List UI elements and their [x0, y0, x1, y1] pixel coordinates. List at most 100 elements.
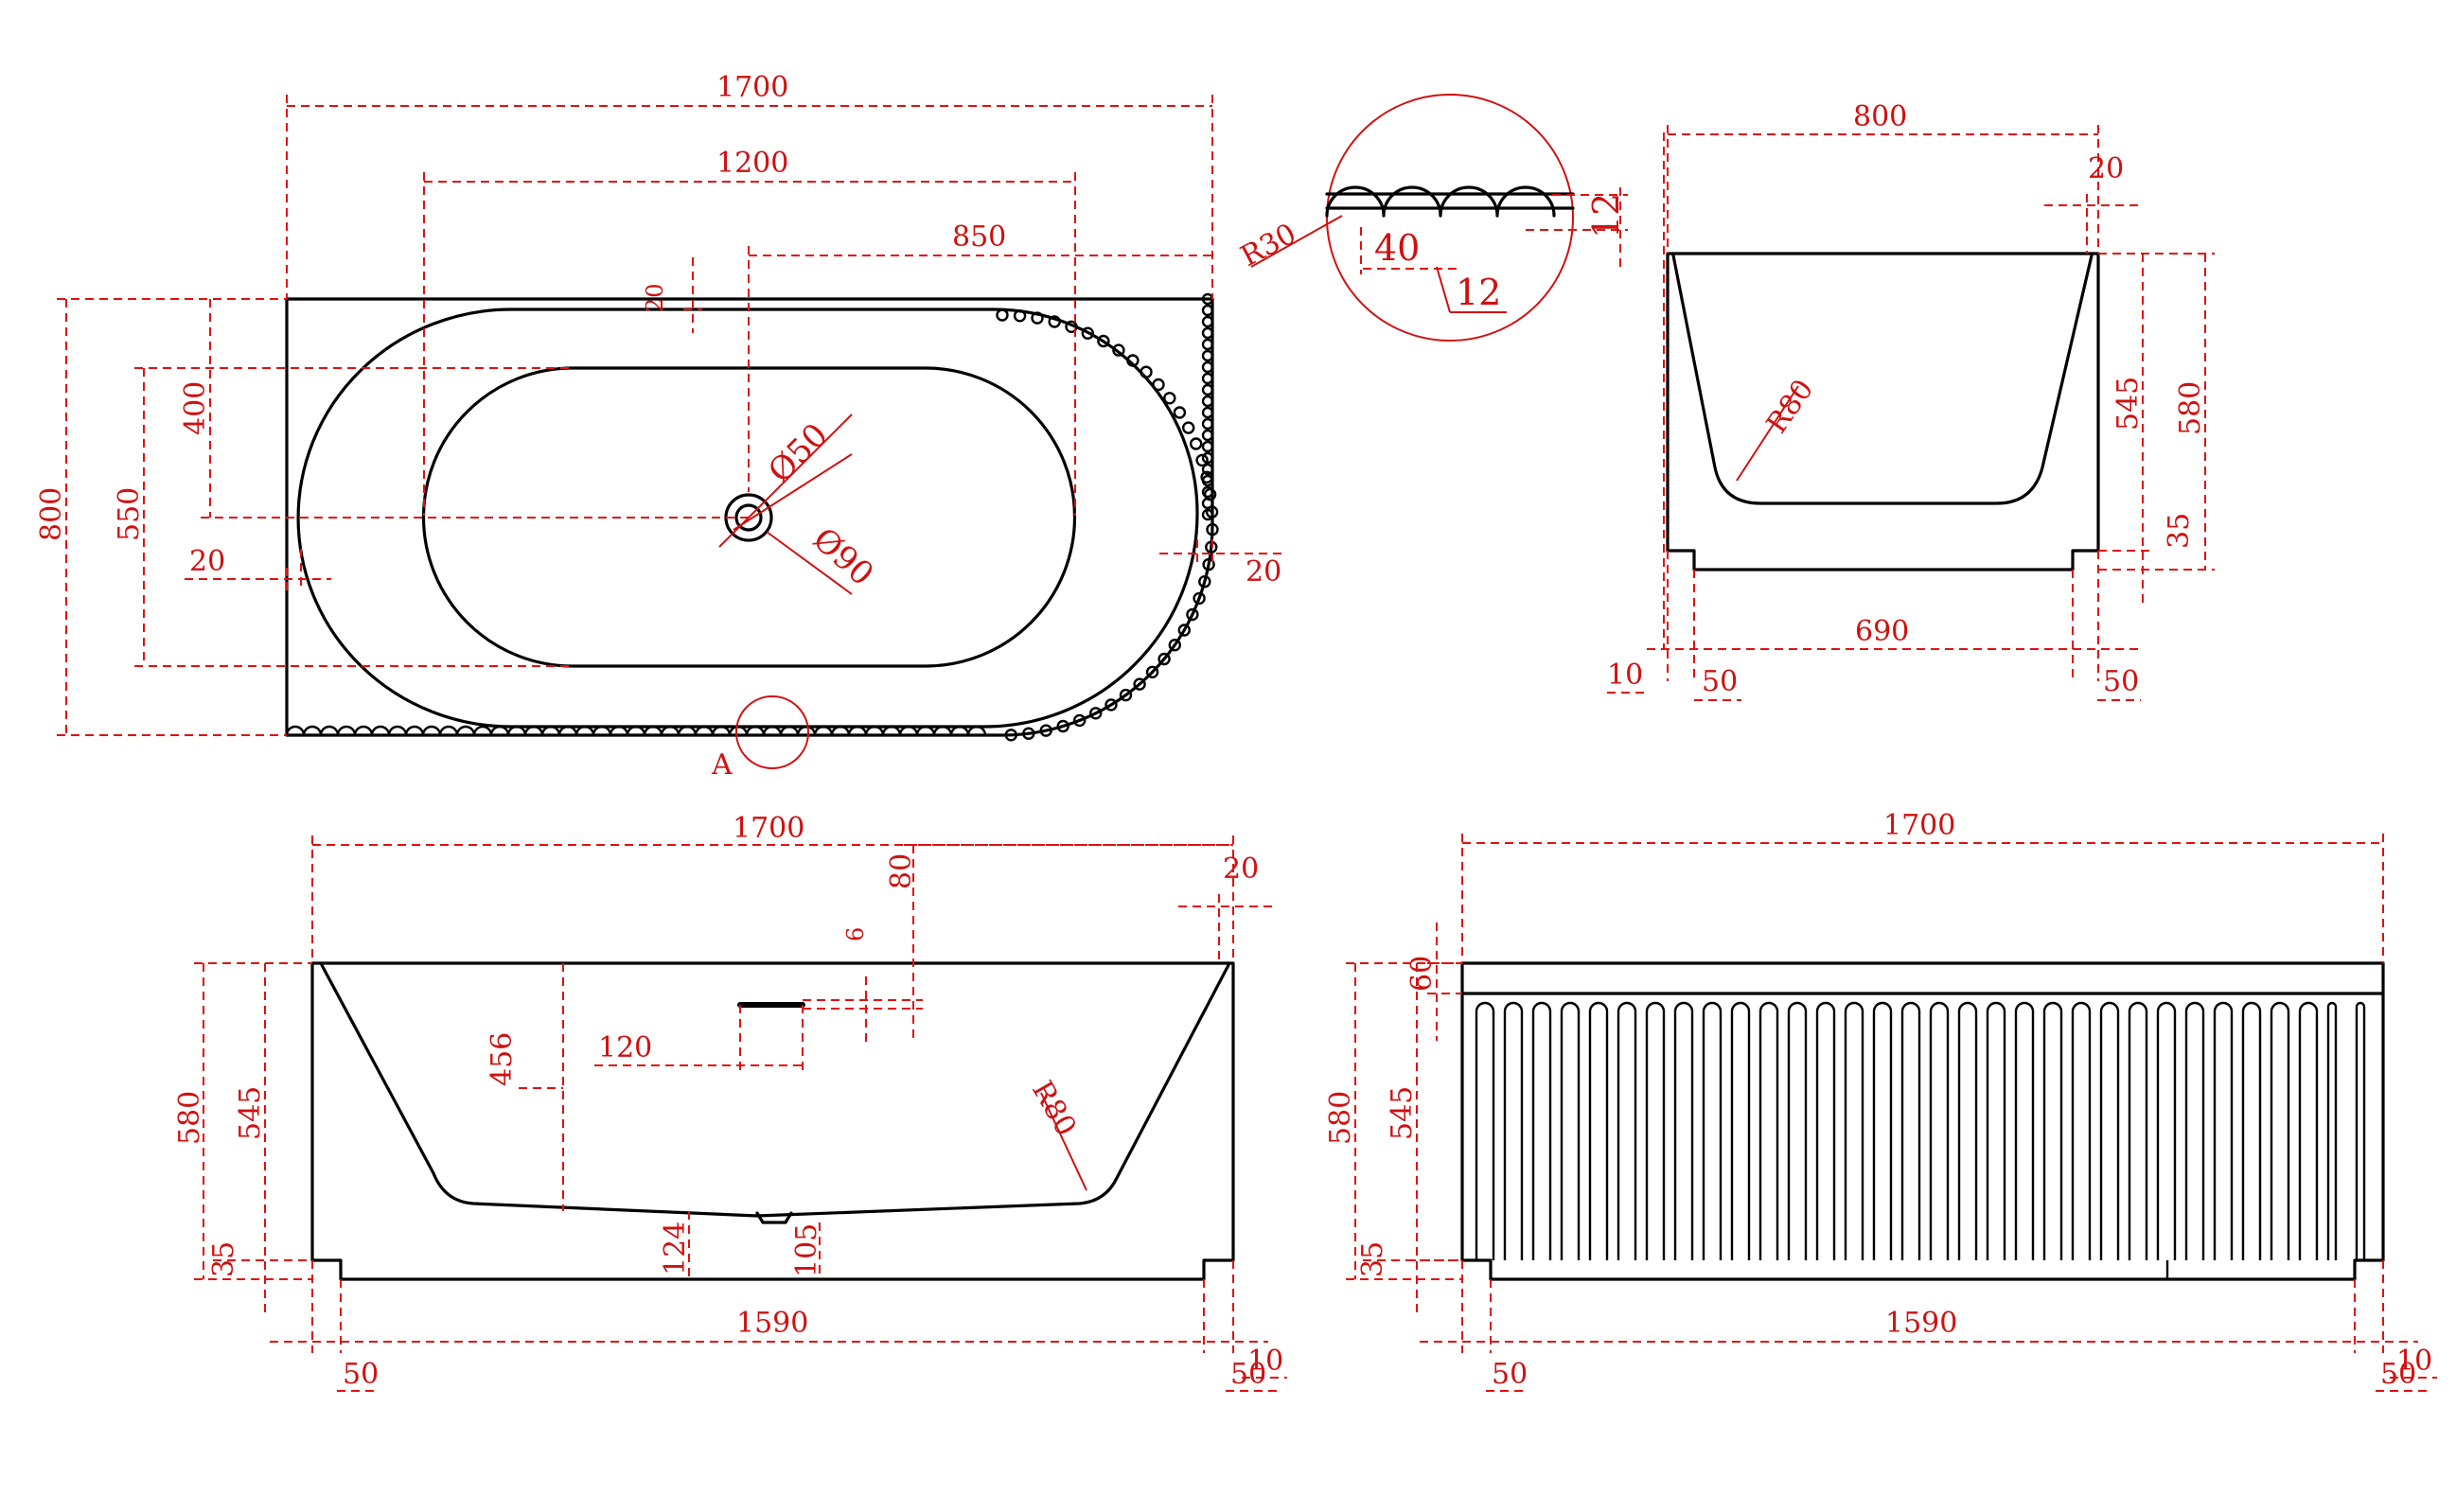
dim-front-drain: 105: [790, 1223, 823, 1277]
flute-scallop: [1004, 729, 1018, 742]
flute-scallop: [1104, 698, 1118, 712]
dim-end-width: 800: [1853, 100, 1907, 133]
flute-scallop: [1119, 688, 1133, 702]
flute-panel: [1673, 1001, 1694, 1260]
flute-panel: [1531, 1001, 1552, 1260]
flute-panel: [2156, 1001, 2177, 1260]
dim-end-offset: 10: [1607, 659, 1643, 692]
dim-front-length: 1700: [733, 812, 804, 845]
flute-panel: [1758, 1001, 1779, 1260]
flute-panel: [1702, 1001, 1723, 1260]
flute-scallop: [1193, 591, 1206, 606]
dim-detail-radius: R30: [1235, 218, 1301, 273]
dim-fluted-plinth: 35: [1356, 1241, 1389, 1277]
flute-scallop: [1133, 677, 1146, 691]
dim-end-foot-right: 50: [2103, 665, 2139, 698]
flute-scallop: [1013, 309, 1027, 323]
detail-a: 12 40 12 R30: [1235, 94, 1628, 342]
flute-scallop: [1163, 392, 1176, 405]
dim-front-total-height: 580: [173, 1091, 206, 1145]
dim-top-rim-right: 20: [1246, 555, 1281, 589]
flute-scallop: [1201, 326, 1214, 340]
flute-panel: [1815, 1001, 1836, 1260]
dim-front-overflow-size: 6: [842, 927, 869, 941]
flute-scallop: [1145, 665, 1159, 678]
flute-scallop: [1201, 497, 1214, 510]
flute-panel: [1645, 1001, 1666, 1260]
dim-drain-small: Ø50: [761, 416, 836, 491]
flute-panel: [1844, 1001, 1864, 1260]
detail-a-circle: [1326, 94, 1574, 342]
flute-scallop: [1195, 453, 1209, 467]
dim-top-drain-offset: 850: [952, 220, 1006, 254]
dim-front-offset: 10: [1247, 1345, 1283, 1378]
flute-panel: [1560, 1001, 1581, 1260]
dim-top-drain-depth: 400: [179, 381, 212, 435]
dim-fluted-top-band: 60: [1405, 956, 1439, 992]
flute-scallop: [1201, 383, 1214, 396]
flute-panel: [2326, 1001, 2338, 1260]
dim-top-width: 800: [35, 487, 68, 541]
dim-fluted-length: 1700: [1883, 809, 1955, 842]
flute-panel: [1929, 1001, 1950, 1260]
end-view: 800 20 545 580 35 R80 690 10 50 50: [1607, 100, 2215, 701]
fluted-edge-bottom: [285, 725, 987, 736]
dim-fluted-inner-height: 545: [1386, 1086, 1419, 1140]
flute-panel: [2241, 1001, 2262, 1260]
front-drain: [755, 1211, 793, 1224]
flute-scallop: [1189, 437, 1203, 450]
dim-top-length: 1700: [716, 71, 788, 104]
flute-scallop: [1177, 624, 1192, 637]
dim-detail-width: 12: [1456, 272, 1501, 313]
detail-a-label: A: [711, 748, 733, 782]
top-view-basin: [421, 366, 1077, 668]
flute-panel: [2298, 1001, 2319, 1260]
dim-front-floor: 124: [659, 1222, 692, 1275]
dim-front-overflow-top: 80: [885, 853, 918, 889]
flute-scallops-bottom: [285, 725, 987, 736]
flute-scallop: [1206, 522, 1219, 536]
dim-end-rim: 20: [2088, 152, 2124, 185]
flute-scallop: [1039, 724, 1052, 737]
dim-front-rim: 20: [1223, 853, 1259, 886]
flute-scallop: [1201, 485, 1214, 499]
dim-front-radius: R80: [1025, 1076, 1083, 1142]
dim-fluted-foot-left: 50: [1492, 1358, 1528, 1391]
dim-fluted-foot-right: 50: [2380, 1358, 2416, 1391]
flute-scallop: [1152, 378, 1165, 392]
detail-a-flutes: [1325, 185, 1556, 218]
flute-scallop: [1201, 349, 1214, 362]
flute-scallop: [1205, 540, 1218, 554]
dim-front-overflow-height: 456: [486, 1032, 519, 1086]
flute-scallop: [1201, 463, 1214, 476]
flute-panel: [1900, 1001, 1921, 1260]
flute-scallop: [1097, 334, 1110, 348]
flute-scallop: [1201, 395, 1214, 408]
flute-panel: [1730, 1001, 1751, 1260]
flute-scallop: [1201, 417, 1214, 431]
flute-panel: [2355, 1001, 2366, 1260]
flute-scallop: [1181, 421, 1195, 434]
fluted-front-outline: [1460, 961, 2385, 1281]
dim-front-foot-left: 50: [343, 1358, 379, 1391]
flute-scallop: [1186, 607, 1199, 622]
dim-end-foot-left: 50: [1702, 665, 1738, 698]
flute-panel: [2184, 1001, 2205, 1260]
flute-scallop: [1201, 451, 1214, 465]
dim-front-base: 1590: [736, 1307, 808, 1340]
flute-scallop: [1173, 406, 1187, 419]
flute-scallop: [1201, 372, 1214, 385]
flute-scallop: [1168, 639, 1182, 652]
dim-top-inner-length: 1200: [716, 147, 788, 180]
flute-scallop: [1201, 360, 1214, 374]
dim-fluted-total-height: 580: [1324, 1091, 1357, 1145]
flute-scallop: [1201, 406, 1214, 419]
flute-scallop: [1126, 354, 1140, 367]
flute-scallop: [1048, 315, 1061, 328]
flute-panel: [1617, 1001, 1637, 1260]
flute-panel: [2128, 1001, 2148, 1260]
dim-end-plinth: 35: [2163, 513, 2196, 549]
front-section-outline: [310, 961, 1235, 1281]
flute-scallop: [1201, 440, 1214, 453]
